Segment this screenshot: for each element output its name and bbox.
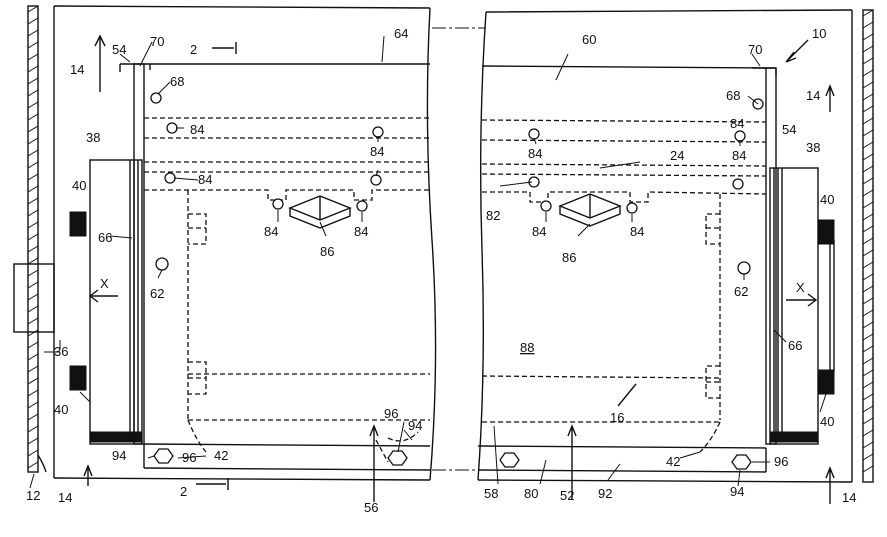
label-84: 84 — [264, 224, 278, 239]
label-94: 94 — [408, 418, 422, 433]
left-wall — [28, 6, 46, 472]
label-84: 84 — [354, 224, 368, 239]
label-14: 14 — [70, 62, 84, 77]
label-14: 14 — [806, 88, 820, 103]
label-96: 96 — [384, 406, 398, 421]
label-14: 14 — [58, 490, 72, 505]
label-2: 2 — [190, 42, 197, 57]
label-92: 92 — [598, 486, 612, 501]
label-38: 38 — [86, 130, 100, 145]
label-62: 62 — [150, 286, 164, 301]
label-86: 86 — [320, 244, 334, 259]
main-panel — [144, 64, 766, 422]
label-42: 42 — [666, 454, 680, 469]
fasteners — [151, 93, 763, 274]
label-94: 94 — [112, 448, 126, 463]
mechanism-86-right — [560, 194, 620, 226]
label-84: 84 — [528, 146, 542, 161]
label-96: 96 — [182, 450, 196, 465]
label-84: 84 — [532, 224, 546, 239]
panel-tabs — [188, 214, 720, 398]
label-40: 40 — [820, 192, 834, 207]
label-54: 54 — [782, 122, 796, 137]
label-12: 12 — [26, 488, 40, 503]
label-80: 80 — [524, 486, 538, 501]
label-96: 96 — [774, 454, 788, 469]
label-54: 54 — [112, 42, 126, 57]
label-38: 38 — [806, 140, 820, 155]
arrows — [84, 36, 834, 504]
label-10: 10 — [812, 26, 826, 41]
label-84: 84 — [730, 116, 744, 131]
right-wall — [863, 10, 873, 482]
label-2: 2 — [180, 484, 187, 499]
label-84: 84 — [630, 224, 644, 239]
label-60: 60 — [582, 32, 596, 47]
label-62: 62 — [734, 284, 748, 299]
label-58: 58 — [484, 486, 498, 501]
label-16: 16 — [610, 410, 624, 425]
label-40: 40 — [72, 178, 86, 193]
label-64: 64 — [394, 26, 408, 41]
label-70: 70 — [748, 42, 762, 57]
label-24: 24 — [670, 148, 684, 163]
label-40: 40 — [54, 402, 68, 417]
label-66: 66 — [98, 230, 112, 245]
label-36: 36 — [54, 344, 68, 359]
label-x: X — [100, 276, 109, 291]
label-84: 84 — [190, 122, 204, 137]
label-82: 82 — [486, 208, 500, 223]
label-84: 84 — [198, 172, 212, 187]
label-68: 68 — [726, 88, 740, 103]
label-52: 52 — [560, 488, 574, 503]
label-84: 84 — [732, 148, 746, 163]
label-42: 42 — [214, 448, 228, 463]
label-68: 68 — [170, 74, 184, 89]
label-94: 94 — [730, 484, 744, 499]
label-70: 70 — [150, 34, 164, 49]
label-14: 14 — [842, 490, 856, 505]
label-66: 66 — [788, 338, 802, 353]
label-86: 86 — [562, 250, 576, 265]
label-56: 56 — [364, 500, 378, 515]
label-x: X — [796, 280, 805, 295]
nuts-94 — [154, 449, 751, 469]
label-88: 88 — [520, 340, 534, 355]
label-84: 84 — [370, 144, 384, 159]
label-40: 40 — [820, 414, 834, 429]
